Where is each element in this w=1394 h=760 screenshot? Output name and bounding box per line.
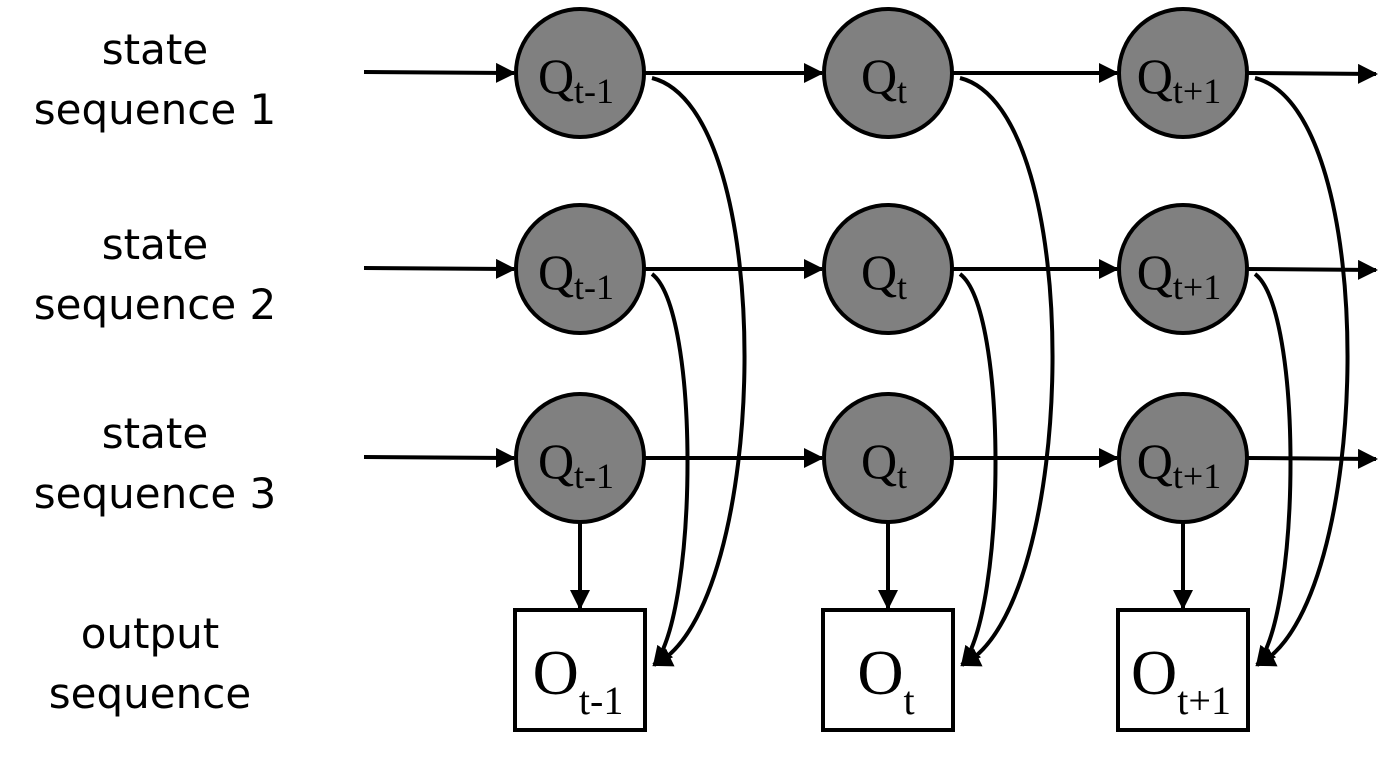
curve-row2-to-output-1 (650, 272, 690, 667)
row-label-state-1-line1: state (102, 25, 208, 74)
state-node-row-3-col-3: Qt+1 (1117, 392, 1249, 524)
arrow-in-row-1 (363, 62, 516, 83)
curve-row1-to-output-1 (651, 76, 747, 667)
output-node-1: Ot-1 (513, 608, 647, 732)
state-node-row-3-col-2: Qt (822, 392, 954, 524)
arrow-in-row-2 (363, 258, 516, 279)
output-node-label: Ot (857, 637, 914, 723)
arrow-out-row-3 (1246, 448, 1378, 469)
state-node-label: Qt-1 (538, 244, 614, 307)
state-node-row-1-col-3: Qt+1 (1117, 7, 1249, 139)
state-node-label: Qt+1 (1137, 433, 1221, 496)
state-node-label: Qt-1 (538, 48, 614, 111)
state-node-label: Qt (861, 48, 907, 111)
curve-row1-to-output-2 (959, 76, 1055, 667)
state-node-row-2-col-2: Qt (822, 203, 954, 335)
state-node-row-1-col-1: Qt-1 (514, 7, 646, 139)
state-node-label: Qt+1 (1137, 244, 1221, 307)
row-label-state-3-line2: sequence 3 (34, 469, 276, 518)
row-label-state-2-line1: state (102, 220, 208, 269)
state-node-label: Qt-1 (538, 433, 614, 496)
state-node-row-3-col-1: Qt-1 (514, 392, 646, 524)
curve-row2-to-output-3 (1253, 272, 1293, 667)
row-label-state-3-line1: state (102, 409, 208, 458)
state-node-label: Qt (861, 244, 907, 307)
state-node-row-1-col-2: Qt (822, 7, 954, 139)
state-node-row-2-col-1: Qt-1 (514, 203, 646, 335)
row-label-output-line1: output (81, 609, 220, 658)
row-label-state-1-line2: sequence 1 (34, 85, 276, 134)
output-node-label: Ot-1 (533, 637, 624, 723)
arrow-in-row-3 (363, 447, 516, 468)
output-node-label: Ot+1 (1131, 637, 1231, 723)
curve-row1-to-output-3 (1254, 76, 1350, 667)
row-label-state-2-line2: sequence 2 (34, 280, 276, 329)
state-node-row-2-col-3: Qt+1 (1117, 203, 1249, 335)
row-label-output-line2: sequence (49, 669, 251, 718)
curve-row2-to-output-2 (958, 272, 998, 667)
arrow-out-row-2 (1246, 259, 1378, 280)
state-node-label: Qt+1 (1137, 48, 1221, 111)
output-node-3: Ot+1 (1116, 608, 1250, 732)
edges (363, 62, 1378, 667)
arrow-out-row-1 (1246, 63, 1378, 84)
state-node-label: Qt (861, 433, 907, 496)
output-node-2: Ot (821, 608, 955, 732)
